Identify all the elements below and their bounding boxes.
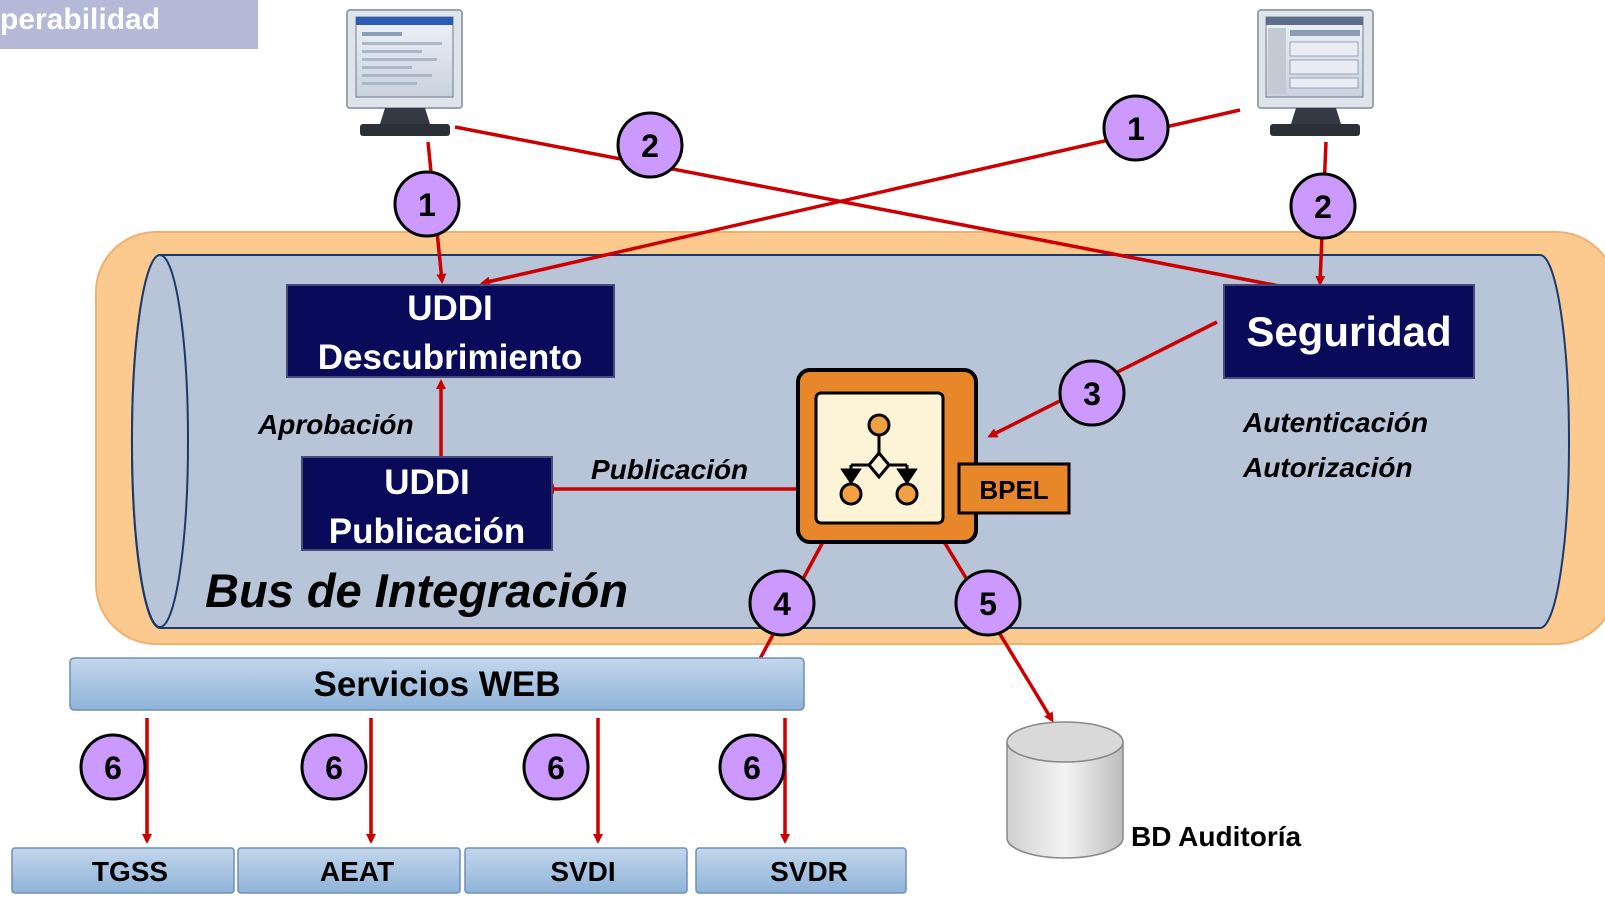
bus-label: Bus de Integración: [205, 564, 628, 617]
service-box-aeat: [237, 847, 461, 894]
authorization-label: Autorización: [1242, 452, 1413, 483]
step-number: 1: [1127, 111, 1145, 147]
audit-db-label: BD Auditoría: [1131, 821, 1301, 852]
step-markers: 1 2 1 2 3 4 5 6 6 6 6: [79, 94, 1357, 801]
step-number: 1: [418, 187, 436, 223]
workflow-icon: [839, 413, 919, 506]
step-circle: [79, 733, 147, 801]
step-circle: [1058, 359, 1126, 427]
step-circle: [1102, 94, 1170, 162]
database-icon: [1006, 721, 1124, 859]
service-box-svdr: [695, 847, 907, 894]
service-label-svdi: SVDI: [550, 856, 615, 887]
uddi-discovery-box: UDDI Descubrimiento: [286, 284, 615, 378]
web-services-label: Servicios WEB: [313, 665, 560, 704]
step-circle: [522, 733, 590, 801]
service-boxes: TGSS AEAT SVDI SVDR: [11, 847, 907, 894]
bpel-engine: BPEL: [796, 368, 1071, 544]
uddi-publication-line1: UDDI: [384, 463, 470, 502]
step-number: 6: [547, 750, 565, 786]
step-circle: [748, 569, 816, 637]
uddi-discovery-line2: Descubrimiento: [318, 338, 583, 377]
service-label-aeat: AEAT: [320, 856, 394, 887]
service-label-svdr: SVDR: [770, 856, 848, 887]
service-box-tgss: [11, 847, 235, 894]
publication-label: Publicación: [591, 454, 748, 485]
step-number: 6: [104, 750, 122, 786]
step-circle: [954, 569, 1022, 637]
security-label: Seguridad: [1246, 308, 1451, 355]
monitor-icon: [346, 9, 463, 136]
step-circle: [718, 733, 786, 801]
uddi-publication-box: UDDI Publicación: [301, 456, 553, 551]
security-box: Seguridad: [1223, 284, 1475, 379]
bus-tube-end: [131, 254, 189, 628]
monitor-icon: [1257, 9, 1374, 136]
step-number: 2: [1314, 189, 1332, 225]
uddi-publication-line2: Publicación: [329, 512, 525, 551]
service-box-svdi: [464, 847, 688, 894]
uddi-discovery-line1: UDDI: [407, 289, 493, 328]
step-number: 2: [641, 128, 659, 164]
step-number: 3: [1083, 376, 1101, 412]
step-number: 5: [979, 586, 997, 622]
authentication-label: Autenticación: [1242, 407, 1428, 438]
step-number: 6: [743, 750, 761, 786]
page-title: perabilidad: [0, 0, 258, 49]
step-circle: [300, 733, 368, 801]
arrow-left-2: [454, 125, 1303, 294]
step-number: 6: [325, 750, 343, 786]
service-label-tgss: TGSS: [92, 856, 168, 887]
step-circle: [616, 111, 684, 179]
approval-label: Aprobación: [257, 409, 414, 440]
step-circle: [393, 170, 461, 238]
bpel-label: BPEL: [979, 475, 1048, 505]
web-services-bar: Servicios WEB: [69, 657, 805, 711]
step-number: 4: [773, 586, 791, 622]
step-circle: [1289, 172, 1357, 240]
